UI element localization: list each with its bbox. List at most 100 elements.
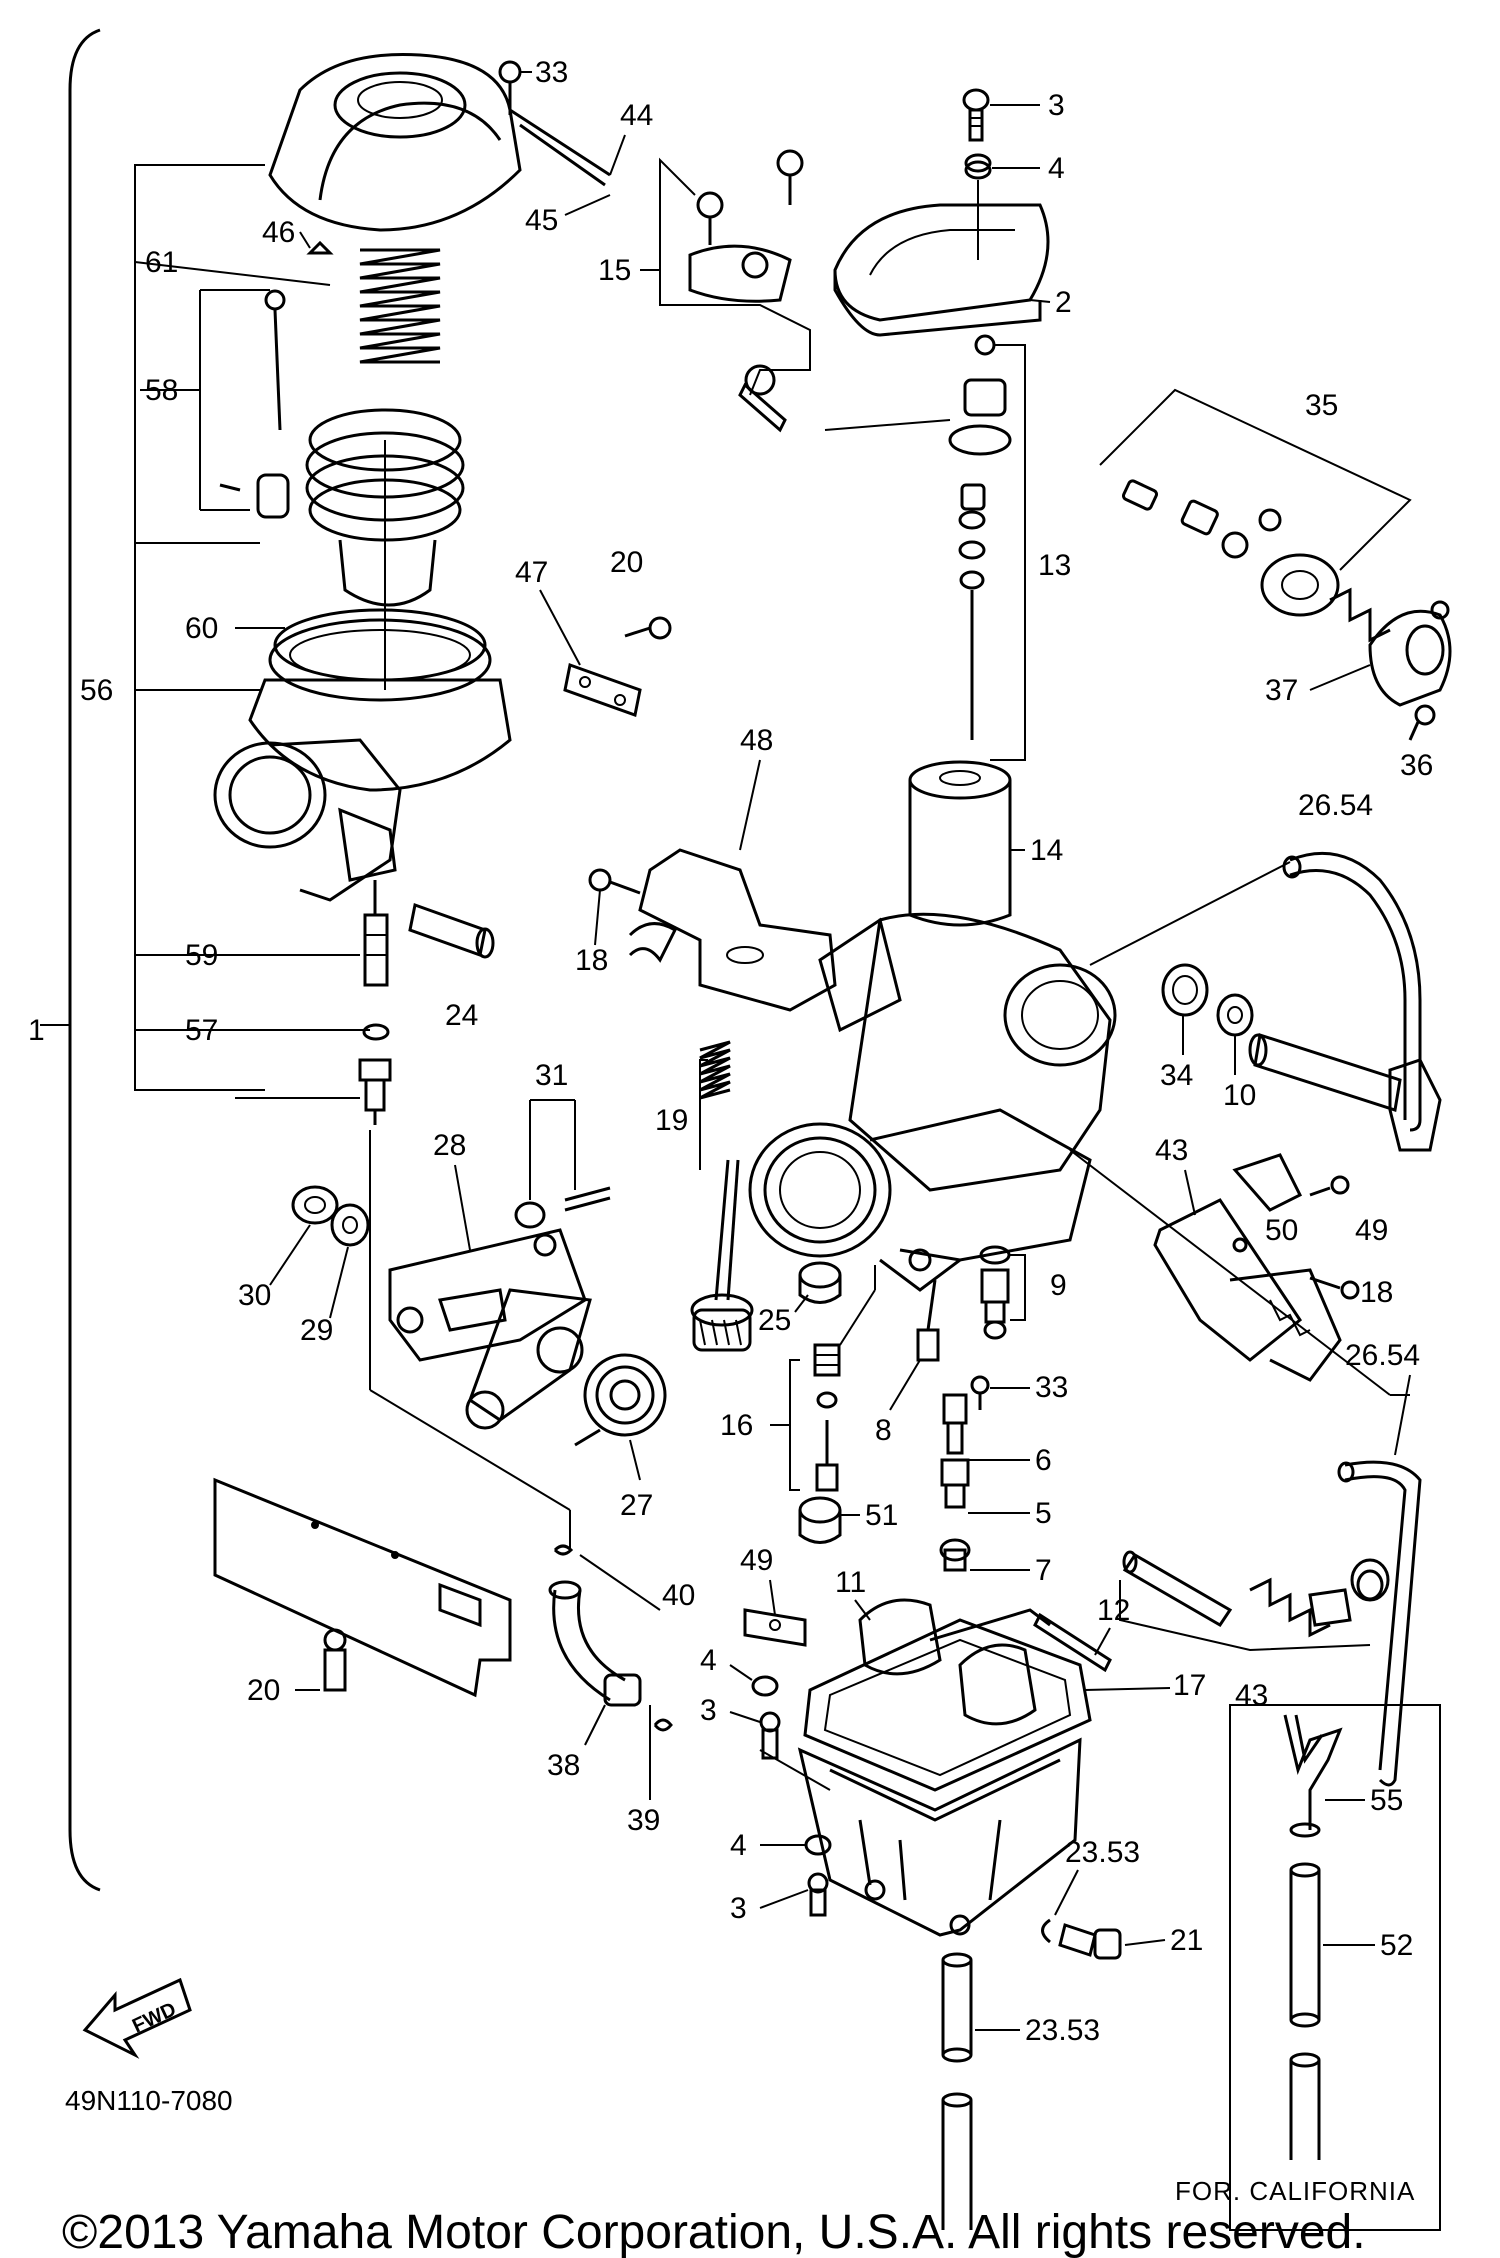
- callout-51: 52: [1380, 1929, 1413, 1962]
- jet-32: [970, 1375, 990, 1410]
- drain-hose-23-53: [941, 1952, 973, 2230]
- o-ring-22: [1041, 1918, 1051, 1944]
- california-note: FOR. CALIFORNIA: [1175, 2176, 1415, 2206]
- screw-3-mid: [759, 1711, 781, 1760]
- screw-20-bottom: [323, 1628, 347, 1692]
- float-9: [858, 1598, 1051, 1726]
- pin-12: [1033, 1612, 1112, 1673]
- callout-18a: 18: [575, 944, 608, 977]
- hose-26-54-lower: [1337, 1460, 1422, 1787]
- screw-18-left: [588, 868, 641, 895]
- piston-valve: [305, 408, 465, 690]
- jet-16: [813, 1343, 841, 1492]
- callout-59: 60: [185, 612, 218, 645]
- callout-18b: 18: [1360, 1276, 1393, 1309]
- main-jet-61: [358, 1058, 392, 1125]
- bracket-10: [1010, 1254, 1026, 1321]
- top-cap: [268, 52, 611, 232]
- bracket-44: [1153, 1198, 1342, 1382]
- callout-21: 21: [1170, 1924, 1203, 1957]
- screw-36: [1408, 704, 1436, 741]
- bracket-48: [1232, 1153, 1303, 1212]
- jet-5: [940, 1458, 970, 1509]
- callout-43: 43: [1235, 1679, 1268, 1712]
- callout-35: 35: [1305, 389, 1338, 422]
- callout-38: 38: [547, 1749, 580, 1782]
- seal-34: [1161, 963, 1209, 1017]
- callout-labels: 33 44 45 46 61 58 60 56 59 57 1 24 47 20…: [28, 56, 1433, 2047]
- callout-45: 47: [515, 556, 548, 589]
- hose-26-54-upper: [1282, 851, 1422, 1132]
- throttle-valve-14: [908, 760, 1012, 927]
- callout-58: 59: [185, 939, 218, 972]
- plate-45: [563, 663, 642, 717]
- callout-26-54b: 26.54: [1345, 1339, 1420, 1372]
- callout-8: 8: [875, 1414, 892, 1447]
- tube-24: [408, 903, 495, 959]
- cap-50: [798, 1496, 842, 1544]
- callout-3a: 3: [1048, 89, 1065, 122]
- callout-33: 33: [535, 56, 568, 89]
- callout-27: 27: [620, 1489, 653, 1522]
- clip-42: [306, 240, 334, 255]
- clip-40: [553, 1544, 574, 1556]
- callout-11: 10: [1223, 1079, 1256, 1112]
- bracket-16: [789, 1359, 800, 1491]
- callout-36: 36: [1400, 749, 1433, 782]
- float-bowl: [759, 1737, 1082, 1937]
- callout-4b: 4: [700, 1644, 717, 1677]
- screw-33: [498, 60, 522, 115]
- callout-47: 49: [1355, 1214, 1388, 1247]
- screw-18-right: [1309, 1276, 1360, 1300]
- callout-1: 1: [28, 1014, 45, 1047]
- bracket-15: [659, 157, 811, 396]
- subassembly-bracket: [134, 164, 265, 1091]
- copyright-notice: ©2013 Yamaha Motor Corporation, U.S.A. A…: [62, 2206, 1366, 2258]
- hose-38: [548, 1580, 642, 1707]
- callout-55: 56: [80, 674, 113, 707]
- y-fitting-52: [1283, 1714, 1343, 1838]
- callout-20a: 20: [610, 546, 643, 579]
- o-ring-56: [362, 1023, 390, 1041]
- jet-8: [916, 1279, 940, 1362]
- main-carburetor-body: [748, 912, 1117, 1292]
- callout-14: 14: [1030, 834, 1063, 867]
- callout-60: 61: [145, 246, 178, 279]
- callout-52: 55: [1370, 1784, 1403, 1817]
- callout-23-53: 23.53: [1025, 2014, 1100, 2047]
- gasket-17: [803, 1618, 1092, 1792]
- callout-7: 7: [1035, 1554, 1052, 1587]
- idle-screw-19: [690, 1040, 754, 1352]
- diagram-code: 49N110-7080: [65, 2085, 233, 2116]
- throttle-lever-28: [388, 1228, 587, 1362]
- callout-30: 30: [238, 1279, 271, 1312]
- spring-27: [574, 1353, 667, 1447]
- jet-10: [979, 1245, 1011, 1340]
- callout-28: 28: [433, 1129, 466, 1162]
- hose-51: [1289, 1862, 1321, 2160]
- callout-25: 25: [758, 1304, 791, 1337]
- jet-needle-57: [219, 289, 290, 519]
- callout-3b: 3: [700, 1694, 717, 1727]
- callout-50: 51: [865, 1499, 898, 1532]
- screw-3-top: [962, 88, 990, 142]
- bracket-35: [1099, 388, 1412, 571]
- callout-57: 58: [145, 374, 178, 407]
- callout-42a: 45: [525, 204, 558, 237]
- callout-2: 2: [1055, 286, 1072, 319]
- callout-40: 40: [662, 1579, 695, 1612]
- jet-7: [939, 1538, 971, 1572]
- screw-assembly-43: [1122, 1550, 1390, 1638]
- washer-29: [330, 1203, 370, 1247]
- washer-4-low: [804, 1834, 832, 1856]
- callout-41: 44: [620, 99, 653, 132]
- screw-3-low: [807, 1872, 829, 1917]
- callout-16: 16: [720, 1409, 753, 1442]
- choke-cover-37: [1368, 600, 1452, 707]
- california-box: [1229, 1704, 1441, 2231]
- callout-31: 31: [535, 1059, 568, 1092]
- nut-30: [291, 1185, 339, 1225]
- callout-26-54a: 26.54: [1298, 789, 1373, 822]
- callout-3c: 3: [730, 1892, 747, 1925]
